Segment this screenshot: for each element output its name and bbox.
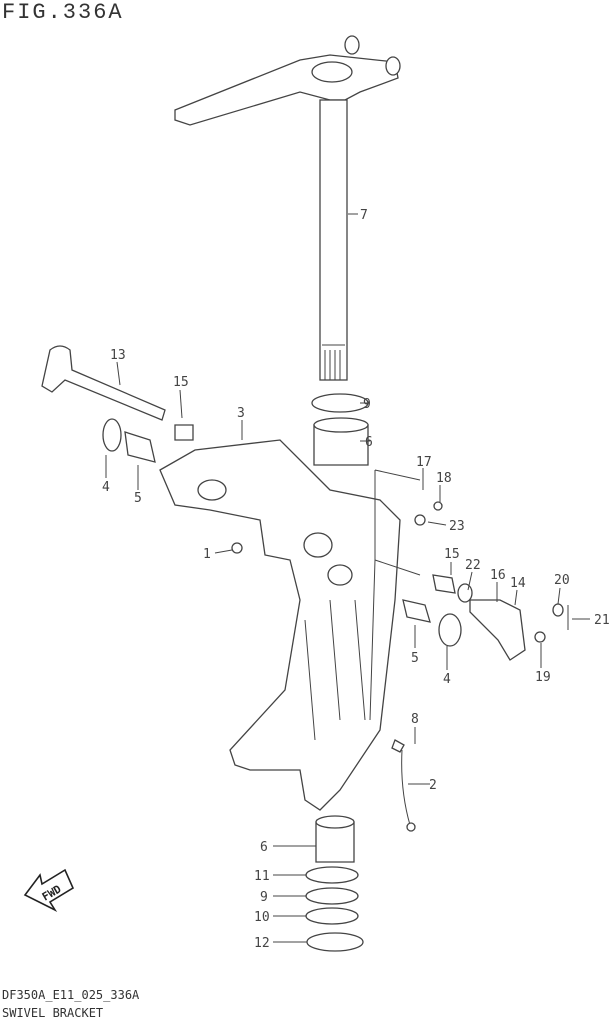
callout-part-10: 10 bbox=[254, 910, 270, 925]
callout-part-9: 9 bbox=[363, 397, 371, 412]
forward-arrow-icon: FWD bbox=[23, 868, 75, 912]
callout-part-14: 14 bbox=[510, 576, 526, 591]
callout-part-8: 8 bbox=[411, 712, 419, 727]
callout-part-16: 16 bbox=[490, 568, 506, 583]
diagram-code: DF350A_E11_025_336A bbox=[2, 988, 140, 1002]
callout-labels: 7 13 15 3 9 6 4 5 17 18 23 1 15 22 16 14 20 21 5 4 19 8 2 6 11 9 1… bbox=[102, 208, 610, 951]
callout-part-9: 9 bbox=[260, 890, 268, 905]
callout-leader-line bbox=[116, 361, 121, 386]
callout-part-1: 1 bbox=[203, 547, 211, 562]
callout-part-4: 4 bbox=[102, 480, 110, 495]
callout-part-23: 23 bbox=[449, 519, 465, 534]
callout-leader-line bbox=[179, 389, 183, 419]
diagram-name: SWIVEL BRACKET bbox=[2, 1006, 104, 1020]
callout-leader-line bbox=[514, 589, 518, 606]
callout-part-18: 18 bbox=[436, 471, 452, 486]
callout-leader-line bbox=[557, 587, 561, 605]
callout-part-6: 6 bbox=[365, 435, 373, 450]
steering-shaft-part-7 bbox=[174, 35, 401, 381]
callout-part-19: 19 bbox=[535, 670, 551, 685]
callout-part-11: 11 bbox=[254, 869, 270, 884]
callout-part-22: 22 bbox=[465, 558, 481, 573]
callout-part-20: 20 bbox=[554, 573, 570, 588]
callout-part-12: 12 bbox=[254, 936, 270, 951]
callout-leader-line bbox=[214, 549, 233, 554]
callout-leader-line bbox=[427, 521, 447, 526]
callout-leader-line bbox=[467, 571, 473, 591]
callout-part-7: 7 bbox=[360, 208, 368, 223]
callout-part-2: 2 bbox=[429, 778, 437, 793]
callout-part-5: 5 bbox=[411, 651, 419, 666]
callout-part-3: 3 bbox=[237, 406, 245, 421]
callout-part-17: 17 bbox=[416, 455, 432, 470]
callout-part-5: 5 bbox=[134, 491, 142, 506]
bolt-part-13 bbox=[41, 345, 166, 421]
figure-title: FIG.336A bbox=[2, 0, 124, 25]
callout-part-15: 15 bbox=[173, 375, 189, 390]
callout-part-4: 4 bbox=[443, 672, 451, 687]
callout-part-13: 13 bbox=[110, 348, 126, 363]
swivel-bracket-body bbox=[159, 439, 421, 811]
callout-part-15: 15 bbox=[444, 547, 460, 562]
callout-part-6: 6 bbox=[260, 840, 268, 855]
washer-part-9 bbox=[311, 393, 369, 413]
callout-part-21: 21 bbox=[594, 613, 610, 628]
